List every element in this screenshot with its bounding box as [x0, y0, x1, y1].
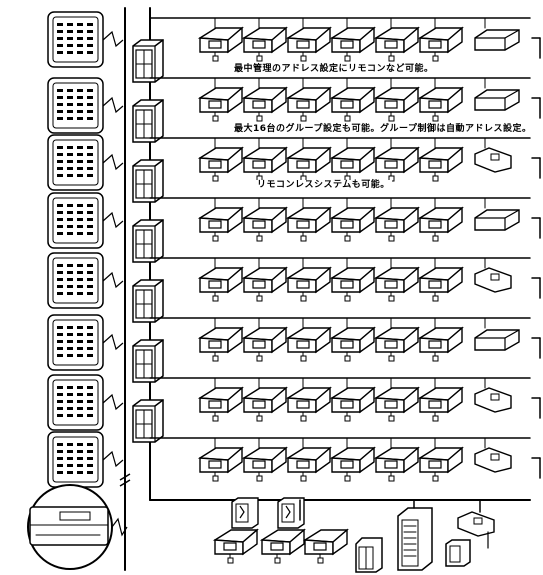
cassette-indoor-unit-icon: [200, 268, 242, 301]
control-cabinet-icon: [446, 540, 470, 566]
cassette-indoor-unit-icon: [376, 88, 418, 121]
unit-row: [133, 198, 540, 262]
cassette-indoor-unit-icon: [420, 88, 462, 121]
cassette-indoor-unit-icon: [288, 88, 330, 121]
annotation-address-setting: 最中管理のアドレス設定にリモコンなど可能。: [232, 64, 436, 75]
cassette-indoor-unit-icon: [376, 448, 418, 481]
cassette-indoor-unit-icon: [332, 268, 374, 301]
unit-row: [133, 138, 540, 202]
duct-indoor-unit-icon: [475, 90, 519, 110]
remote-controller-icon: [48, 432, 123, 487]
cassette-indoor-unit-icon: [288, 448, 330, 481]
outdoor-unit-icon: [133, 280, 163, 322]
unit-row: [133, 318, 540, 382]
cassette-indoor-unit-icon: [420, 208, 462, 241]
outdoor-unit-icon: [133, 40, 163, 82]
cassette-indoor-unit-icon: [420, 388, 462, 421]
outdoor-unit-icon: [133, 220, 163, 262]
cassette-indoor-unit-icon: [200, 388, 242, 421]
cassette-indoor-unit-icon: [244, 268, 286, 301]
cassette-indoor-unit-icon: [376, 28, 418, 61]
control-cabinet-icon: [398, 508, 432, 570]
wall-indoor-unit-icon: [475, 388, 511, 412]
cassette-indoor-unit-icon: [200, 148, 242, 181]
cassette-indoor-unit-icon: [288, 268, 330, 301]
unit-row: [133, 258, 540, 322]
cassette-indoor-unit-icon: [332, 388, 374, 421]
duct-indoor-unit-icon: [475, 30, 519, 50]
wall-indoor-unit-icon: [475, 148, 511, 172]
cassette-indoor-unit-icon: [288, 208, 330, 241]
cassette-indoor-unit-icon: [288, 28, 330, 61]
cassette-indoor-unit-icon: [376, 208, 418, 241]
duct-indoor-unit-icon: [475, 210, 519, 230]
cassette-indoor-unit-icon: [244, 28, 286, 61]
remote-controller-icon: [48, 375, 123, 430]
cassette-indoor-unit-icon: [332, 148, 374, 181]
cassette-indoor-unit-icon: [200, 328, 242, 361]
remote-controller-icon: [48, 78, 123, 133]
cassette-indoor-unit-icon: [305, 530, 347, 563]
cassette-indoor-unit-icon: [420, 448, 462, 481]
bottom-equipment-group: [215, 498, 494, 572]
duct-indoor-unit-icon: [475, 330, 519, 350]
cassette-indoor-unit-icon: [288, 328, 330, 361]
cassette-indoor-unit-icon: [376, 268, 418, 301]
cassette-indoor-unit-icon: [215, 530, 257, 563]
annotation-remoteless-system: リモコンレスシステムも可能。: [255, 180, 392, 191]
cassette-indoor-unit-icon: [200, 208, 242, 241]
outdoor-unit-icon: [133, 400, 163, 442]
remote-controller-icon: [48, 135, 123, 190]
cassette-indoor-unit-icon: [244, 388, 286, 421]
cassette-indoor-unit-icon: [244, 88, 286, 121]
cassette-indoor-unit-icon: [244, 148, 286, 181]
cassette-indoor-unit-icon: [288, 388, 330, 421]
outdoor-unit-icon: [133, 100, 163, 142]
cassette-indoor-unit-icon: [244, 328, 286, 361]
annotation-group-setting: 最大16台のグループ設定も可能。グループ制御は自動アドレス設定。: [232, 124, 533, 135]
unit-row: [133, 378, 540, 442]
cassette-indoor-unit-icon: [200, 28, 242, 61]
outdoor-unit-icon: [356, 538, 382, 572]
cassette-indoor-unit-icon: [376, 388, 418, 421]
cassette-indoor-unit-icon: [332, 88, 374, 121]
cassette-indoor-unit-icon: [420, 268, 462, 301]
cassette-indoor-unit-icon: [420, 148, 462, 181]
central-controller-icon: [28, 485, 127, 569]
remote-controller-icon: [48, 193, 123, 248]
cassette-indoor-unit-icon: [420, 328, 462, 361]
remote-controller-icon: [48, 12, 123, 67]
cassette-indoor-unit-icon: [332, 28, 374, 61]
cassette-indoor-unit-icon: [420, 28, 462, 61]
cassette-indoor-unit-icon: [376, 328, 418, 361]
control-cabinet-icon: [232, 498, 258, 528]
cassette-indoor-unit-icon: [332, 328, 374, 361]
wall-indoor-unit-icon: [475, 448, 511, 472]
cassette-indoor-unit-icon: [244, 448, 286, 481]
cassette-indoor-unit-icon: [244, 208, 286, 241]
cassette-indoor-unit-icon: [332, 208, 374, 241]
cassette-indoor-unit-icon: [262, 530, 304, 563]
remote-controller-icon: [48, 253, 123, 308]
unit-row: [150, 438, 540, 481]
remote-controller-icon: [48, 315, 123, 370]
outdoor-unit-icon: [133, 160, 163, 202]
wall-indoor-unit-icon: [475, 268, 511, 292]
outdoor-unit-icon: [133, 340, 163, 382]
cassette-indoor-unit-icon: [288, 148, 330, 181]
cassette-indoor-unit-icon: [200, 448, 242, 481]
cassette-indoor-unit-icon: [332, 448, 374, 481]
cassette-indoor-unit-icon: [376, 148, 418, 181]
cassette-indoor-unit-icon: [200, 88, 242, 121]
